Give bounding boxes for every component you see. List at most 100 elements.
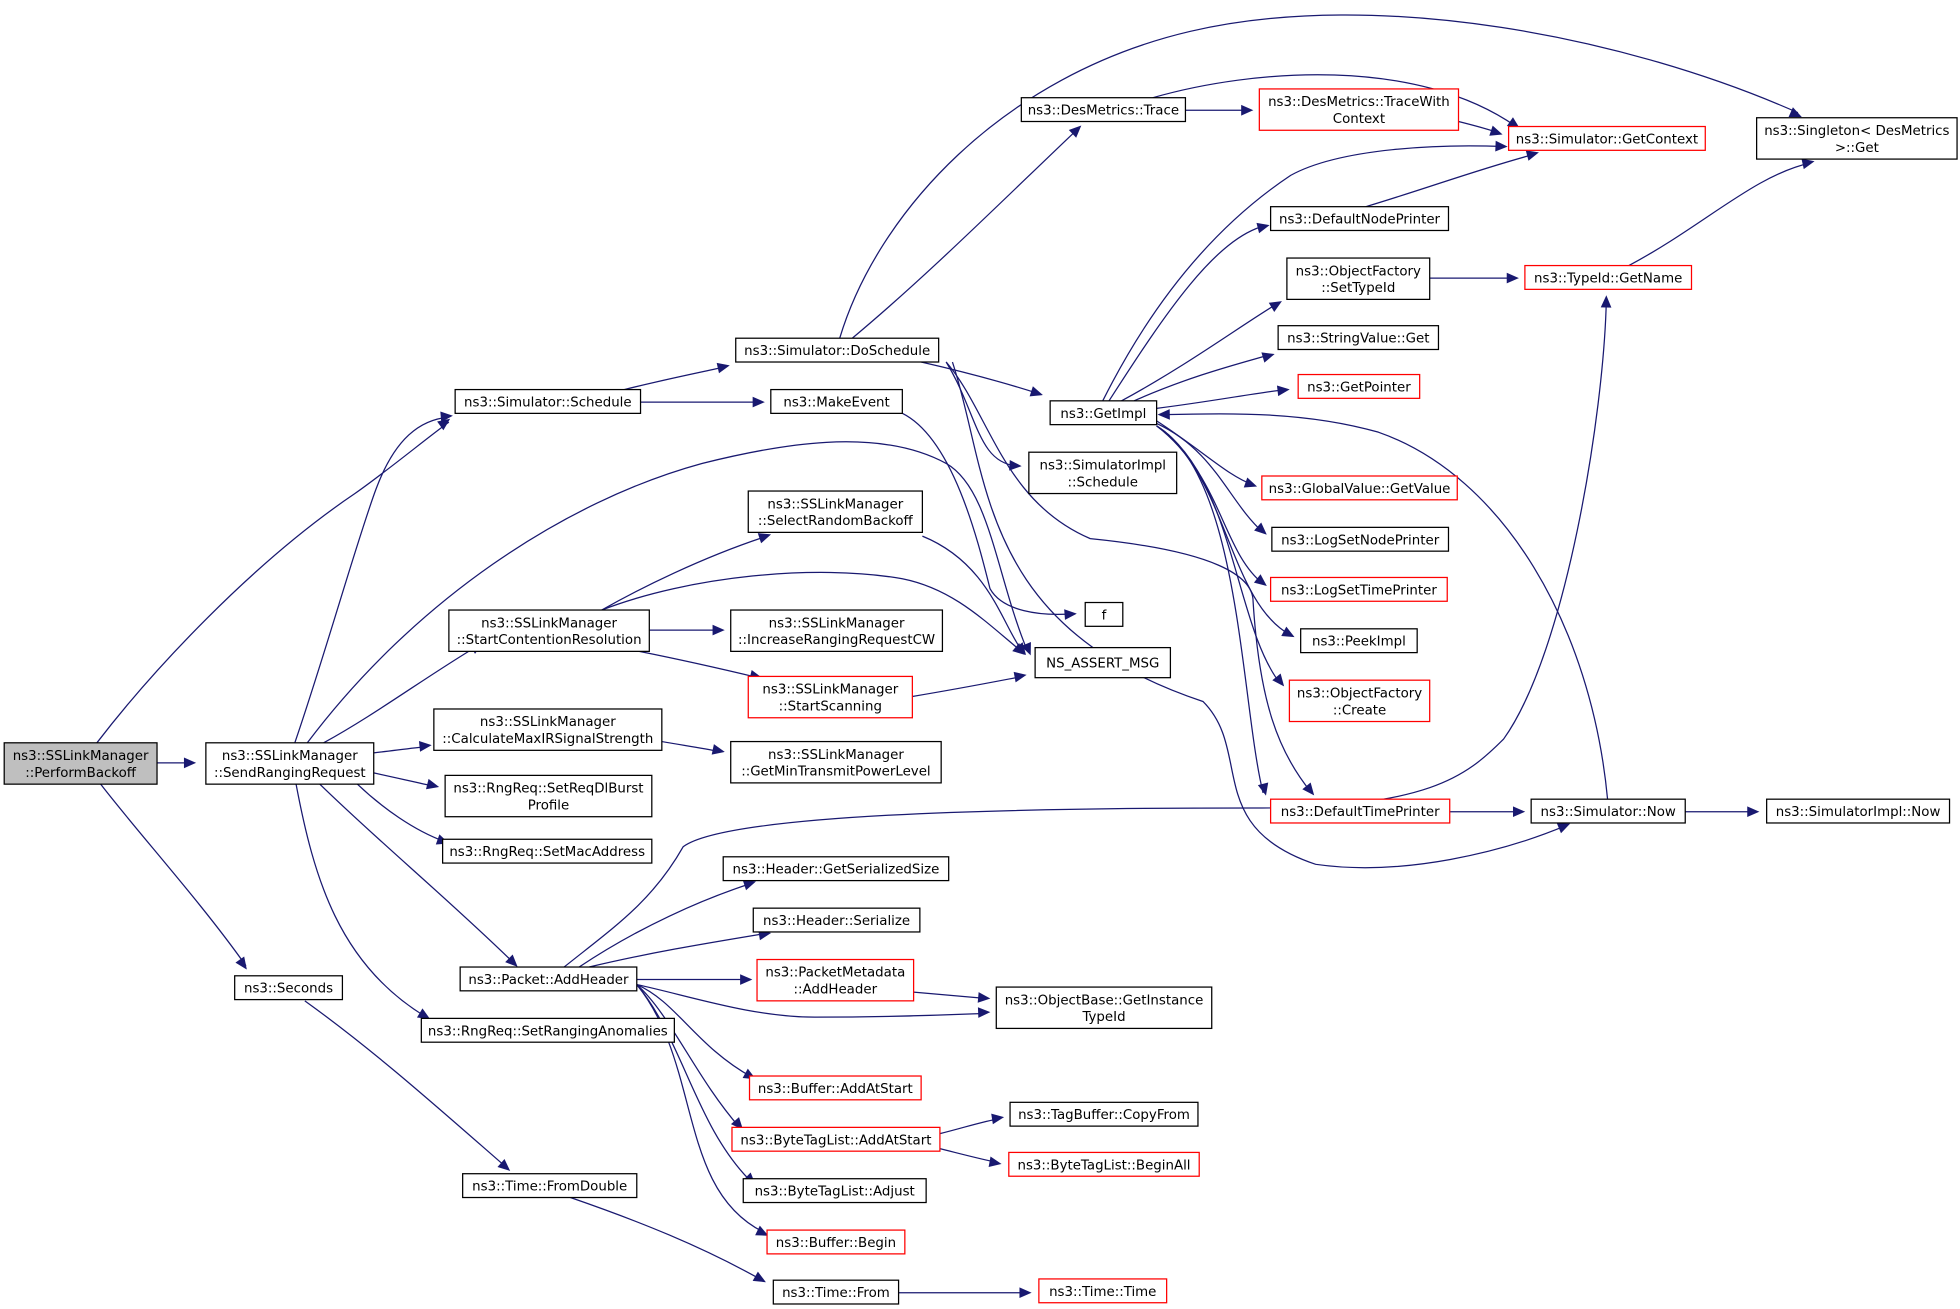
node-buf-add-start[interactable]: ns3::Buffer::AddAtStart (748, 1075, 922, 1101)
node-get-pointer[interactable]: ns3::GetPointer (1297, 373, 1421, 399)
node-box[interactable] (1507, 125, 1706, 151)
node-sim-get-context[interactable]: ns3::Simulator::GetContext (1507, 125, 1706, 151)
node-box[interactable] (1286, 257, 1431, 301)
node-box[interactable] (722, 856, 950, 882)
node-f[interactable]: f (1084, 601, 1124, 627)
node-box[interactable] (462, 1173, 638, 1199)
node-box[interactable] (420, 1017, 675, 1043)
node-sim-now[interactable]: ns3::Simulator::Now (1530, 798, 1686, 824)
node-box[interactable] (1008, 1151, 1200, 1177)
node-box[interactable] (1028, 451, 1178, 495)
node-buf-begin[interactable]: ns3::Buffer::Begin (766, 1229, 906, 1255)
node-box[interactable] (766, 1229, 906, 1255)
node-box[interactable] (1269, 798, 1451, 824)
node-of-set-typeid[interactable]: ns3::ObjectFactory::SetTypeId (1286, 257, 1431, 301)
node-start-contention[interactable]: ns3::SSLinkManager::StartContentionResol… (448, 609, 650, 652)
node-box[interactable] (1020, 97, 1187, 123)
node-add-header[interactable]: ns3::Packet::AddHeader (459, 966, 638, 992)
node-make-event[interactable]: ns3::MakeEvent (770, 388, 903, 414)
node-box[interactable] (731, 1126, 941, 1152)
node-box[interactable] (441, 838, 653, 864)
node-get-min-tx[interactable]: ns3::SSLinkManager::GetMinTransmitPowerL… (730, 740, 942, 784)
node-box[interactable] (1271, 526, 1450, 552)
node-default-time-printer[interactable]: ns3::DefaultTimePrinter (1269, 798, 1451, 824)
node-box[interactable] (1530, 798, 1686, 824)
node-box[interactable] (1300, 628, 1418, 654)
node-increase-ranging[interactable]: ns3::SSLinkManager::IncreaseRangingReque… (730, 609, 944, 652)
node-box[interactable] (1269, 576, 1448, 602)
node-des-trace[interactable]: ns3::DesMetrics::Trace (1020, 97, 1187, 123)
node-box[interactable] (772, 1279, 900, 1305)
node-ns-assert[interactable]: NS_ASSERT_MSG (1034, 646, 1172, 679)
node-start-scanning[interactable]: ns3::SSLinkManager::StartScanning (747, 675, 913, 719)
node-select-random[interactable]: ns3::SSLinkManager::SelectRandomBackoff (747, 490, 924, 533)
node-get-impl[interactable]: ns3::GetImpl (1049, 400, 1158, 426)
node-default-node-printer[interactable]: ns3::DefaultNodePrinter (1269, 206, 1450, 232)
node-sim-schedule[interactable]: ns3::Simulator::Schedule (454, 388, 642, 414)
node-box[interactable] (735, 337, 940, 363)
node-of-create[interactable]: ns3::ObjectFactory::Create (1288, 679, 1431, 723)
node-typeid-get-name[interactable]: ns3::TypeId::GetName (1524, 264, 1693, 290)
node-box[interactable] (1766, 798, 1951, 824)
node-box[interactable] (1084, 601, 1124, 627)
node-do-schedule[interactable]: ns3::Simulator::DoSchedule (735, 337, 940, 363)
node-box[interactable] (747, 490, 924, 533)
node-box[interactable] (748, 1075, 922, 1101)
node-box[interactable] (205, 742, 375, 785)
node-singleton-get[interactable]: ns3::Singleton< DesMetrics>::Get (1756, 117, 1958, 160)
node-box[interactable] (234, 975, 344, 1001)
node-box[interactable] (444, 774, 653, 818)
node-send-ranging[interactable]: ns3::SSLinkManager::SendRangingRequest (205, 742, 375, 785)
node-box[interactable] (756, 958, 915, 1002)
node-pm-add-header[interactable]: ns3::PacketMetadata::AddHeader (756, 958, 915, 1002)
node-box[interactable] (752, 907, 921, 933)
node-box[interactable] (3, 742, 158, 785)
node-box[interactable] (1297, 373, 1421, 399)
node-box[interactable] (1034, 646, 1172, 679)
node-from-double[interactable]: ns3::Time::FromDouble (462, 1173, 638, 1199)
node-box[interactable] (1756, 117, 1958, 160)
node-box[interactable] (1038, 1278, 1168, 1304)
node-btl-adjust[interactable]: ns3::ByteTagList::Adjust (742, 1178, 927, 1204)
node-box[interactable] (995, 986, 1213, 1030)
node-box[interactable] (454, 388, 642, 414)
node-box[interactable] (1009, 1101, 1199, 1127)
node-box[interactable] (730, 740, 942, 784)
node-box[interactable] (742, 1178, 927, 1204)
node-box[interactable] (1261, 475, 1458, 501)
node-box[interactable] (1277, 325, 1440, 351)
node-log-set-time[interactable]: ns3::LogSetTimePrinter (1269, 576, 1448, 602)
node-tb-copy-from[interactable]: ns3::TagBuffer::CopyFrom (1009, 1101, 1199, 1127)
node-box[interactable] (747, 675, 913, 719)
node-seconds[interactable]: ns3::Seconds (234, 975, 344, 1001)
node-log-set-node[interactable]: ns3::LogSetNodePrinter (1271, 526, 1450, 552)
node-simimpl-schedule[interactable]: ns3::SimulatorImpl::Schedule (1028, 451, 1178, 495)
node-box[interactable] (770, 388, 903, 414)
node-box[interactable] (433, 708, 663, 751)
node-box[interactable] (1269, 206, 1450, 232)
node-simimpl-now[interactable]: ns3::SimulatorImpl::Now (1766, 798, 1951, 824)
node-box[interactable] (730, 609, 944, 652)
node-box[interactable] (1524, 264, 1693, 290)
node-set-ranging-anom[interactable]: ns3::RngReq::SetRangingAnomalies (420, 1017, 675, 1043)
node-set-mac[interactable]: ns3::RngReq::SetMacAddress (441, 838, 653, 864)
node-hdr-get-size[interactable]: ns3::Header::GetSerializedSize (722, 856, 950, 882)
node-time-time[interactable]: ns3::Time::Time (1038, 1278, 1168, 1304)
node-perform-backoff[interactable]: ns3::SSLinkManager::PerformBackoff (3, 742, 158, 785)
node-global-value-get[interactable]: ns3::GlobalValue::GetValue (1261, 475, 1458, 501)
node-box[interactable] (1258, 88, 1460, 131)
node-time-from[interactable]: ns3::Time::From (772, 1279, 900, 1305)
node-box[interactable] (459, 966, 638, 992)
node-string-value-get[interactable]: ns3::StringValue::Get (1277, 325, 1440, 351)
node-btl-add-start[interactable]: ns3::ByteTagList::AddAtStart (731, 1126, 941, 1152)
node-peek-impl[interactable]: ns3::PeekImpl (1300, 628, 1418, 654)
node-hdr-serialize[interactable]: ns3::Header::Serialize (752, 907, 921, 933)
node-box[interactable] (1049, 400, 1158, 426)
node-box[interactable] (1288, 679, 1431, 723)
node-box[interactable] (448, 609, 650, 652)
node-btl-begin-all[interactable]: ns3::ByteTagList::BeginAll (1008, 1151, 1200, 1177)
node-calc-max-ir[interactable]: ns3::SSLinkManager::CalculateMaxIRSignal… (433, 708, 663, 751)
